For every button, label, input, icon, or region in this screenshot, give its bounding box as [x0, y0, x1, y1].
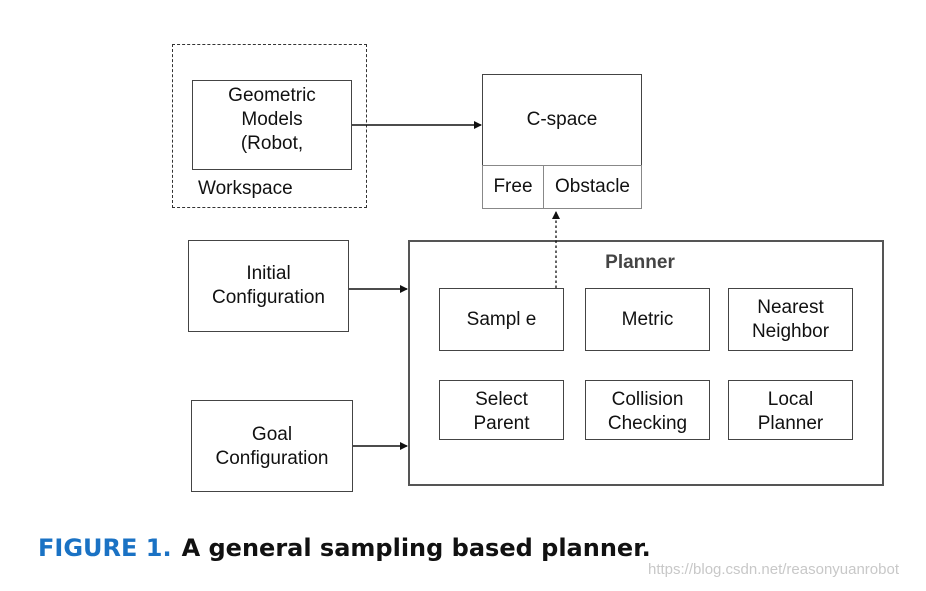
geometric-models-line-3: (Robot, [240, 133, 304, 154]
workspace-group [172, 44, 367, 208]
select-parent-line-2: Parent [473, 413, 530, 434]
goal-configuration-box [191, 400, 353, 492]
sample-label: Sampl e [466, 309, 537, 330]
geometric-models-line-2: Models [241, 109, 303, 130]
initial-configuration-box [188, 240, 349, 332]
nearest-neighbor-label: Nearest Neighbor [728, 296, 853, 344]
collision-checking-label: Collision Checking [585, 388, 710, 436]
geometric-models-line-1: Geometric [228, 85, 316, 106]
local-planner-box [728, 380, 853, 440]
geometric-models-box [192, 80, 352, 170]
cspace-title: C-space [526, 109, 598, 130]
goal-configuration-label: Goal Configuration [191, 422, 353, 472]
select-parent-label: Select Parent [439, 388, 564, 436]
planner-title: Planner [605, 252, 675, 273]
cspace-box [482, 74, 642, 166]
initial-configuration-line-2: Configuration [211, 287, 326, 308]
nearest-neighbor-box [728, 288, 853, 351]
local-planner-line-2: Planner [757, 413, 824, 434]
nearest-neighbor-line-1: Nearest [757, 297, 824, 318]
figure-caption: FIGURE 1. A general sampling based planne… [38, 534, 651, 562]
initial-configuration-label: Initial Configuration [188, 262, 349, 310]
initial-configuration-line-1: Initial [246, 263, 291, 284]
sample-box [439, 288, 564, 351]
figure-number: FIGURE 1. [38, 534, 172, 562]
geometric-models-label: Geometric Models (Robot, [192, 84, 352, 168]
obstacle-region [543, 165, 642, 209]
metric-box [585, 288, 710, 351]
free-label: Free [493, 176, 533, 197]
obstacle-label: Obstacle [555, 176, 630, 197]
collision-checking-box [585, 380, 710, 440]
local-planner-label: Local Planner [728, 388, 853, 436]
goal-configuration-line-1: Goal [251, 424, 293, 445]
select-parent-line-1: Select [475, 389, 528, 410]
metric-label: Metric [621, 309, 674, 330]
local-planner-line-1: Local [767, 389, 814, 410]
figure-title: A general sampling based planner. [181, 534, 651, 562]
workspace-label: Workspace [198, 178, 293, 199]
goal-configuration-line-2: Configuration [215, 448, 329, 469]
nearest-neighbor-line-2: Neighbor [751, 321, 830, 342]
watermark: https://blog.csdn.net/reasonyuanrobot [648, 561, 900, 578]
collision-checking-line-1: Collision [611, 389, 684, 410]
collision-checking-line-2: Checking [607, 413, 688, 434]
select-parent-box [439, 380, 564, 440]
planner-box [408, 240, 884, 486]
